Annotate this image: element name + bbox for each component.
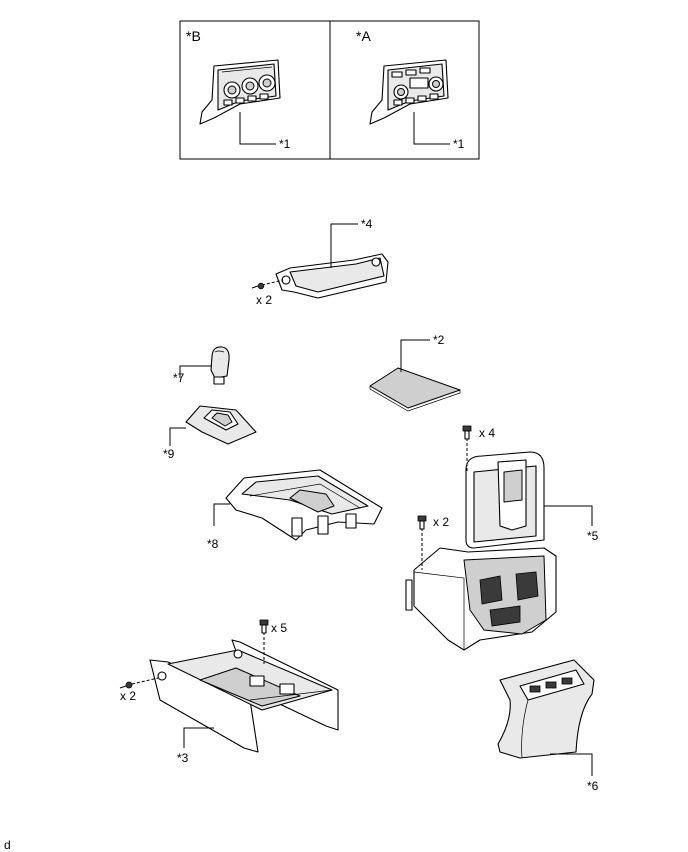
climate-control-panel-a: [369, 59, 449, 125]
shift-knob-label: *7: [173, 371, 185, 385]
console-upper-panel-label: *8: [207, 537, 219, 551]
rear-console-panel-label: *6: [587, 779, 599, 793]
console-box-part: x 4 x 2 *5: [405, 425, 599, 651]
shift-knob-part: *7: [173, 346, 230, 385]
bolt-qty-label-3: x 5: [271, 621, 287, 635]
screw-qty-label-1: x 2: [256, 293, 272, 307]
bolt-icon: [417, 515, 427, 530]
bolt-icon: [259, 619, 269, 634]
panel-b-part-label: *1: [279, 137, 291, 151]
trim-bracket-part: *4 x 2: [251, 217, 389, 307]
console-upper-panel-part: *8: [207, 469, 383, 551]
panel-a-part-label: *1: [453, 137, 465, 151]
pad-part: *2: [369, 333, 461, 412]
panel-tag-b: *B: [186, 28, 201, 44]
bolt-icon: [462, 425, 472, 440]
bolt-qty-label-2: x 2: [433, 515, 449, 529]
console-lower-box-label: *3: [177, 751, 189, 765]
figure-code: d: [4, 838, 11, 852]
screw-qty-label-2: x 2: [120, 689, 136, 703]
screw-icon: [251, 282, 265, 290]
console-box-label: *5: [587, 529, 599, 543]
inset-box: [179, 20, 480, 160]
screw-icon: [119, 681, 133, 689]
pad-label: *2: [433, 333, 445, 347]
trim-bracket-label: *4: [361, 217, 373, 231]
panel-tag-a: *A: [356, 28, 371, 44]
inset-panel-b: *B *1: [186, 28, 291, 151]
console-lower-box-part: x 5 x 2 *3: [119, 619, 339, 765]
rear-console-panel-part: *6: [497, 659, 599, 793]
shift-bezel-part: *9: [163, 405, 257, 461]
bolt-qty-label: x 4: [479, 426, 495, 440]
climate-control-panel-b: [199, 59, 281, 125]
inset-panel-a: *A *1: [356, 28, 465, 151]
shift-bezel-label: *9: [163, 447, 175, 461]
